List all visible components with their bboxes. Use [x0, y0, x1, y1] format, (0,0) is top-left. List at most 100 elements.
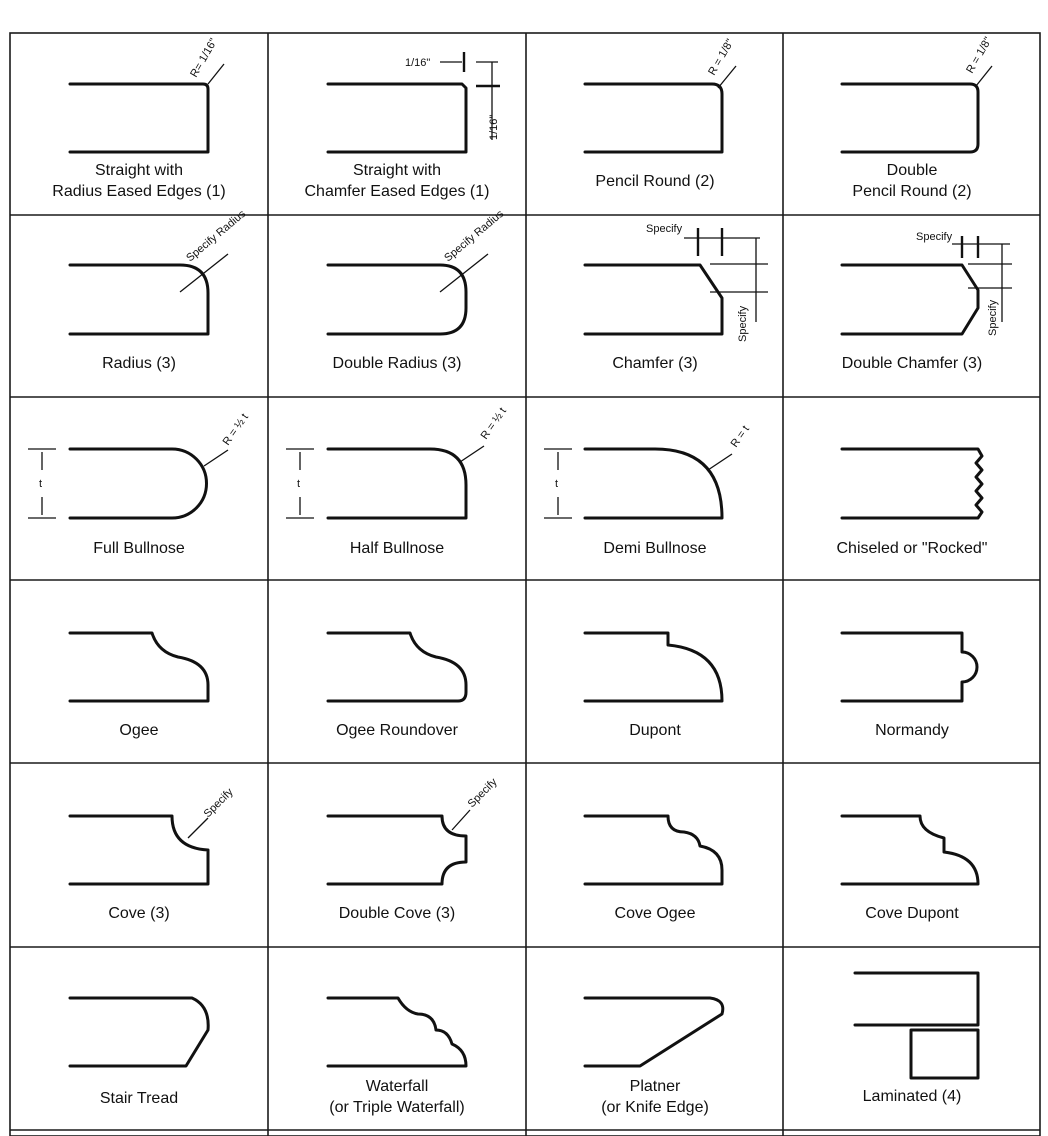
- dim-t-half-bullnose: t: [297, 478, 300, 490]
- label-line-2: Pencil Round (2): [852, 183, 972, 200]
- label-line-1: Straight with: [352, 162, 442, 179]
- dim-chamfer: Specify Specify: [646, 223, 768, 342]
- label-normandy: Normandy: [783, 720, 1041, 741]
- dim-note-double-cove: Specify: [466, 776, 500, 810]
- dim-note-cove: Specify: [202, 786, 236, 820]
- dim-cove: Specify: [187, 786, 236, 839]
- label-chiseled: Chiseled or "Rocked": [783, 538, 1041, 559]
- dim-note-full-bullnose: R = ½ t: [221, 412, 251, 448]
- profile-waterfall: [326, 996, 468, 1068]
- profile-double-pencil-round: [840, 82, 980, 154]
- profile-straight-radius: [68, 82, 210, 154]
- dim-note-straight-radius: R= 1/16": [188, 36, 220, 79]
- label-line-1: Stair Tread: [99, 1090, 179, 1107]
- dim-note-half-bullnose: R = ½ t: [479, 406, 509, 442]
- profile-cove-ogee: [583, 814, 724, 886]
- label-line-1: Chamfer (3): [612, 355, 698, 372]
- profile-pencil-round: [583, 82, 724, 154]
- label-laminated: Laminated (4): [783, 1086, 1041, 1107]
- profile-ogee-roundover: [326, 631, 468, 703]
- dim-double-chamfer: Specify Specify: [916, 231, 1012, 336]
- label-cove-ogee: Cove Ogee: [526, 903, 784, 924]
- dim-full-bullnose: t R = ½ t: [28, 412, 251, 519]
- label-line-1: Double Radius (3): [332, 355, 462, 372]
- label-line-1: Dupont: [629, 722, 681, 739]
- profile-cove: [68, 814, 210, 886]
- dim-note-demi-bullnose: R = t: [729, 424, 752, 450]
- label-demi-bullnose: Demi Bullnose: [526, 538, 784, 559]
- label-line-1: Straight with: [94, 162, 184, 179]
- dim-pencil-round: R = 1/8": [706, 37, 737, 89]
- dim-note-double-chamfer-v: Specify: [987, 299, 999, 336]
- label-line-1: Chiseled or "Rocked": [836, 540, 988, 557]
- label-line-2: Chamfer Eased Edges (1): [304, 183, 490, 200]
- dim-t-demi-bullnose: t: [555, 478, 558, 490]
- label-line-1: Cove (3): [108, 905, 170, 922]
- label-cove: Cove (3): [10, 903, 268, 924]
- label-chamfer: Chamfer (3): [526, 353, 784, 374]
- label-line-2: Radius Eased Edges (1): [52, 183, 226, 200]
- label-line-1: Cove Dupont: [865, 905, 959, 922]
- dim-t-full-bullnose: t: [39, 478, 42, 490]
- label-double-chamfer: Double Chamfer (3): [783, 353, 1041, 374]
- label-line-1: Pencil Round (2): [595, 173, 715, 190]
- grid-lines: [9, 32, 1041, 1136]
- profile-stair-tread: [68, 996, 210, 1068]
- dim-note-double-radius: Specify Radius: [442, 208, 506, 265]
- label-line-1: Cove Ogee: [614, 905, 696, 922]
- label-waterfall: Waterfall (or Triple Waterfall): [268, 1076, 526, 1118]
- dim-note-straight-chamfer-h: 1/16": [405, 57, 430, 69]
- label-ogee: Ogee: [10, 720, 268, 741]
- label-line-1: Demi Bullnose: [603, 540, 707, 557]
- profile-double-radius: [326, 263, 468, 336]
- label-double-pencil-round: Double Pencil Round (2): [783, 160, 1041, 202]
- label-line-1: Waterfall: [365, 1078, 429, 1095]
- dim-note-straight-chamfer-v: 1/16": [488, 115, 500, 140]
- dim-note-double-chamfer-h: Specify: [916, 231, 953, 243]
- profile-half-bullnose: [326, 447, 468, 520]
- label-pencil-round: Pencil Round (2): [526, 171, 784, 192]
- label-line-1: Double Cove (3): [338, 905, 456, 922]
- dim-note-chamfer-h: Specify: [646, 223, 683, 235]
- profile-normandy: [840, 631, 979, 703]
- label-straight-chamfer: Straight with Chamfer Eased Edges (1): [268, 160, 526, 202]
- label-platner: Platner (or Knife Edge): [526, 1076, 784, 1118]
- label-straight-radius: Straight with Radius Eased Edges (1): [10, 160, 268, 202]
- label-line-1: Half Bullnose: [349, 540, 445, 557]
- dim-note-chamfer-v: Specify: [737, 305, 749, 342]
- profile-laminated: [853, 971, 980, 1080]
- dim-straight-radius: R= 1/16": [188, 36, 225, 85]
- label-dupont: Dupont: [526, 720, 784, 741]
- label-line-1: Double Chamfer (3): [841, 355, 983, 372]
- profile-double-cove: [326, 814, 468, 886]
- label-line-1: Double: [886, 162, 938, 179]
- label-line-1: Ogee: [119, 722, 159, 739]
- dim-radius: Specify Radius: [179, 208, 249, 293]
- profile-double-chamfer: [840, 263, 980, 336]
- dim-note-radius: Specify Radius: [184, 208, 248, 265]
- label-line-2: (or Knife Edge): [601, 1099, 709, 1116]
- label-line-1: Ogee Roundover: [336, 722, 458, 739]
- profile-radius: [68, 263, 210, 336]
- profile-dupont: [583, 631, 724, 703]
- label-half-bullnose: Half Bullnose: [268, 538, 526, 559]
- profile-full-bullnose: [68, 447, 208, 520]
- profile-chiseled: [840, 447, 984, 520]
- profile-chamfer: [583, 263, 724, 336]
- dim-double-cove: Specify: [451, 776, 500, 831]
- label-full-bullnose: Full Bullnose: [10, 538, 268, 559]
- label-line-1: Normandy: [875, 722, 949, 739]
- dim-double-radius: Specify Radius: [439, 208, 507, 293]
- dim-half-bullnose: t R = ½ t: [286, 406, 509, 519]
- label-ogee-roundover: Ogee Roundover: [268, 720, 526, 741]
- profile-cove-dupont: [840, 814, 980, 886]
- label-line-1: Platner: [629, 1078, 681, 1095]
- label-radius: Radius (3): [10, 353, 268, 374]
- profile-ogee: [68, 631, 210, 703]
- label-cove-dupont: Cove Dupont: [783, 903, 1041, 924]
- dim-straight-chamfer: 1/16" 1/16": [405, 52, 500, 140]
- dim-double-pencil-round: R = 1/8": [964, 35, 994, 87]
- label-double-cove: Double Cove (3): [268, 903, 526, 924]
- label-stair-tread: Stair Tread: [10, 1088, 268, 1109]
